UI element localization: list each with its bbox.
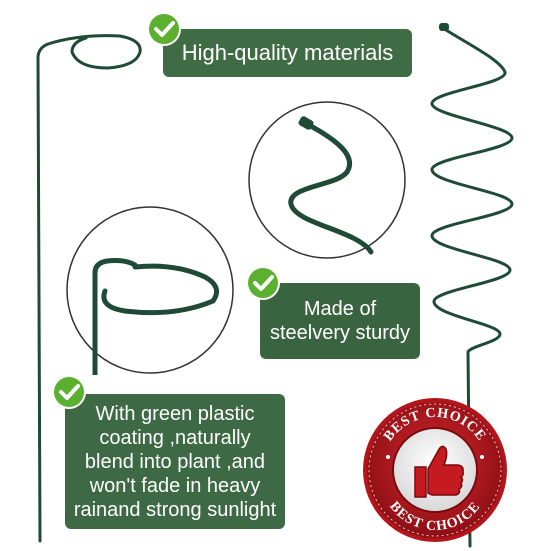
ring-plant-stake <box>36 34 142 543</box>
feature-label-coating-line-3: blend into plant ,and <box>84 450 266 473</box>
feature-label-coating-line-4: won't fade in heavy <box>89 474 261 497</box>
feature-label-coating-line-2: coating ,naturally <box>99 426 251 449</box>
best-choice-seal: BEST CHOICE BEST CHOICE <box>363 398 507 542</box>
check-icon <box>52 375 86 409</box>
feature-label-steel-line-2: steelvery sturdy <box>269 322 411 344</box>
check-icon <box>147 12 181 46</box>
spiral-detail-zoom <box>248 101 406 259</box>
spiral-plant-stake <box>430 23 514 548</box>
feature-banner-materials: High-quality materials <box>163 29 412 77</box>
feature-banner-steel: Made of steelvery sturdy <box>260 283 420 359</box>
thumbs-up-icon <box>414 445 464 498</box>
feature-label-coating-line-1: With green plastic <box>95 402 255 425</box>
check-icon <box>246 266 280 300</box>
ring-detail-zoom <box>66 206 234 375</box>
feature-label-materials: High-quality materials <box>181 39 394 65</box>
feature-banner-coating: With green plastic coating ,naturally bl… <box>65 394 285 529</box>
feature-label-coating-line-5: rainand strong sunlight <box>73 498 277 521</box>
feature-label-steel-line-1: Made of <box>303 298 377 320</box>
